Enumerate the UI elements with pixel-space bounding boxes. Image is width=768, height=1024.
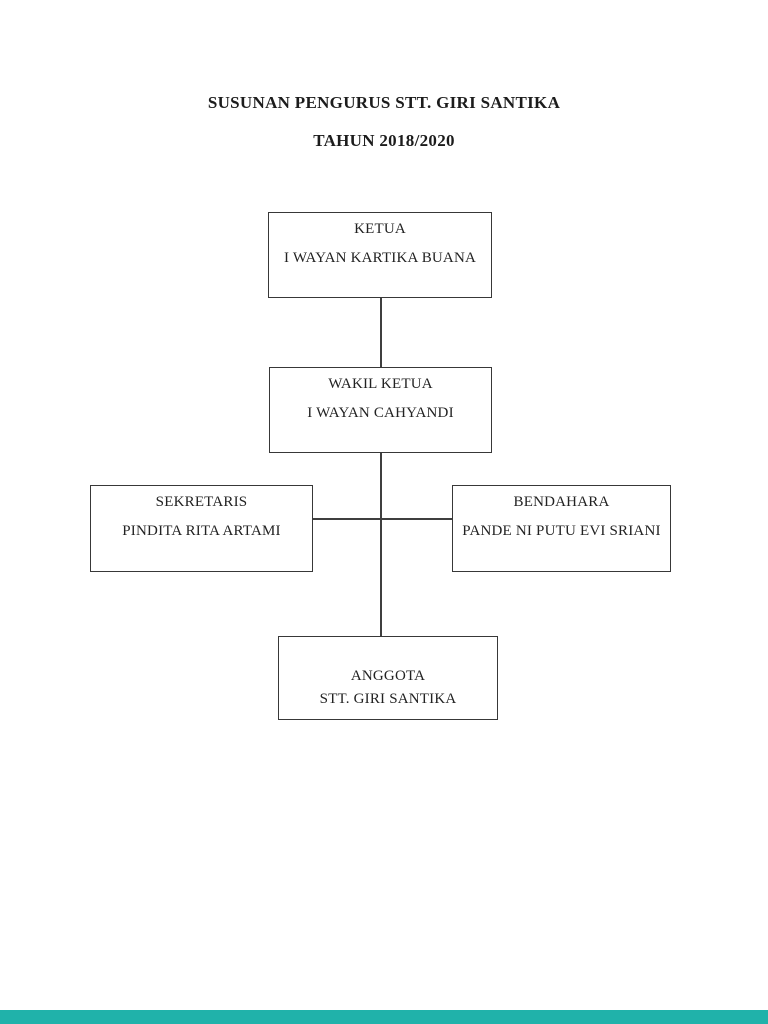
- org-person-name: I WAYAN CAHYANDI: [307, 405, 454, 421]
- org-box-wakil-ketua: WAKIL KETUA I WAYAN CAHYANDI: [269, 367, 492, 453]
- org-role-label: ANGGOTA: [350, 668, 426, 684]
- org-role-label: SEKRETARIS: [155, 494, 248, 510]
- bottom-teal-bar: [0, 1010, 768, 1024]
- page-subtitle: TAHUN 2018/2020: [313, 131, 455, 150]
- page-title: SUSUNAN PENGURUS STT. GIRI SANTIKA: [207, 93, 561, 112]
- org-role-label: KETUA: [354, 221, 406, 237]
- org-role-label: BENDAHARA: [513, 494, 610, 510]
- org-person-name: PANDE NI PUTU EVI SRIANI: [462, 523, 661, 539]
- connector-sekretaris-bendahara: [313, 518, 452, 520]
- org-box-sekretaris: SEKRETARIS PINDITA RITA ARTAMI: [90, 485, 313, 572]
- org-box-bendahara: BENDAHARA PANDE NI PUTU EVI SRIANI: [452, 485, 671, 572]
- org-box-ketua: KETUA I WAYAN KARTIKA BUANA: [268, 212, 492, 298]
- org-person-name: STT. GIRI SANTIKA: [319, 691, 457, 707]
- org-role-label: WAKIL KETUA: [328, 376, 433, 392]
- org-box-anggota: ANGGOTA STT. GIRI SANTIKA: [278, 636, 498, 720]
- org-person-name: PINDITA RITA ARTAMI: [122, 523, 281, 539]
- org-person-name: I WAYAN KARTIKA BUANA: [283, 250, 477, 266]
- connector-wakil-anggota: [380, 453, 382, 636]
- connector-ketua-wakil: [380, 298, 382, 367]
